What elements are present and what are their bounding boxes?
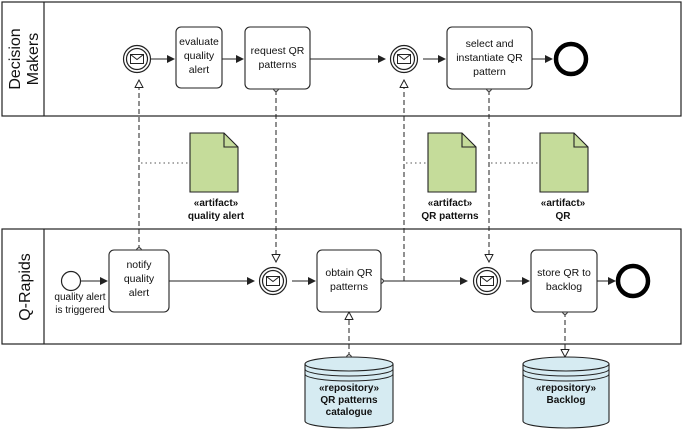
message-catch-event-4 xyxy=(472,266,502,296)
task-evaluate-quality-alert: evaluate quality alert xyxy=(175,26,223,89)
task-line: obtain QR xyxy=(325,267,373,279)
message-catch-event-2 xyxy=(389,44,419,74)
repository-name: catalogue xyxy=(326,407,373,418)
artifact-quality-alert: «artifact» quality alert xyxy=(188,132,245,222)
message-catch-event-1 xyxy=(122,44,152,74)
task-line: patterns xyxy=(259,59,297,71)
artifact-qr: «artifact» QR xyxy=(539,132,589,222)
start-event-label: quality alert xyxy=(54,292,105,303)
task-line: notify xyxy=(126,259,152,271)
repository-qr-patterns-catalogue: «repository» QR patterns catalogue xyxy=(304,356,394,429)
lane-label-q-rapids: Q-Rapids xyxy=(17,253,34,321)
task-store-qr-to-backlog: store QR to backlog xyxy=(530,249,598,313)
task-request-qr-patterns: request QR patterns xyxy=(244,26,311,90)
artifact-stereotype: «artifact» xyxy=(541,198,586,209)
message-catch-event-3 xyxy=(258,266,288,296)
artifact-stereotype: «artifact» xyxy=(194,198,239,209)
task-line: instantiate QR xyxy=(456,52,523,64)
end-event-top xyxy=(553,41,589,77)
envelope-icon xyxy=(266,276,280,286)
lane-label-makers: Makers xyxy=(25,33,42,85)
lane-label-decision: Decision xyxy=(7,28,24,89)
artifact-qr-patterns: «artifact» QR patterns xyxy=(421,132,479,222)
task-line: evaluate xyxy=(179,36,219,48)
task-select-and-instantiate-qr-pattern: select and instantiate QR pattern xyxy=(446,26,533,90)
repository-stereotype: «repository» xyxy=(319,383,379,394)
task-line: alert xyxy=(189,64,210,76)
message-flows xyxy=(139,80,565,357)
task-line: backlog xyxy=(546,281,582,293)
task-notify-quality-alert: notify quality alert xyxy=(108,249,170,313)
task-line: store QR to xyxy=(537,267,591,279)
envelope-icon xyxy=(397,54,411,64)
repository-backlog: «repository» Backlog xyxy=(522,356,610,429)
artifact-name: QR xyxy=(556,211,572,222)
task-line: alert xyxy=(129,287,150,299)
artifact-name: QR patterns xyxy=(421,211,479,222)
end-event-bottom xyxy=(615,263,651,299)
start-event: quality alert is triggered xyxy=(54,270,106,316)
task-line: quality xyxy=(184,50,215,62)
repository-stereotype: «repository» xyxy=(536,383,596,394)
task-line: pattern xyxy=(473,66,506,78)
artifact-name: quality alert xyxy=(188,211,245,222)
task-line: request QR xyxy=(251,45,305,57)
repository-name: QR patterns xyxy=(320,395,378,406)
task-line: quality xyxy=(124,273,155,285)
task-obtain-qr-patterns: obtain QR patterns xyxy=(316,249,382,313)
task-line: patterns xyxy=(330,281,368,293)
envelope-icon xyxy=(480,276,494,286)
envelope-icon xyxy=(130,54,144,64)
artifact-stereotype: «artifact» xyxy=(428,198,473,209)
start-event-label: is triggered xyxy=(55,305,104,316)
repository-name: Backlog xyxy=(547,395,586,406)
task-line: select and xyxy=(466,38,514,50)
